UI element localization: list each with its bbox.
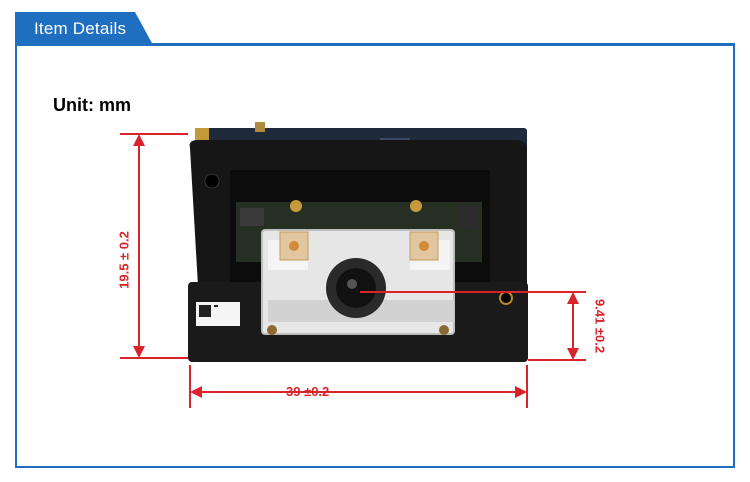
header-title: Item Details	[34, 19, 127, 38]
dimension-lens-height-label: 9.41 ±0.2	[592, 298, 608, 354]
dimension-lines	[120, 133, 586, 408]
unit-label: Unit: mm	[53, 95, 131, 115]
dimension-width-label: 39 ±0.2	[286, 384, 330, 399]
dimension-arrowheads	[133, 134, 579, 398]
header-tab	[15, 12, 153, 45]
mount-hole-right	[499, 291, 513, 305]
content-frame	[15, 44, 735, 468]
dimension-height-label: 19.5 ± 0.2	[116, 231, 132, 289]
mount-hole-left	[204, 173, 220, 189]
